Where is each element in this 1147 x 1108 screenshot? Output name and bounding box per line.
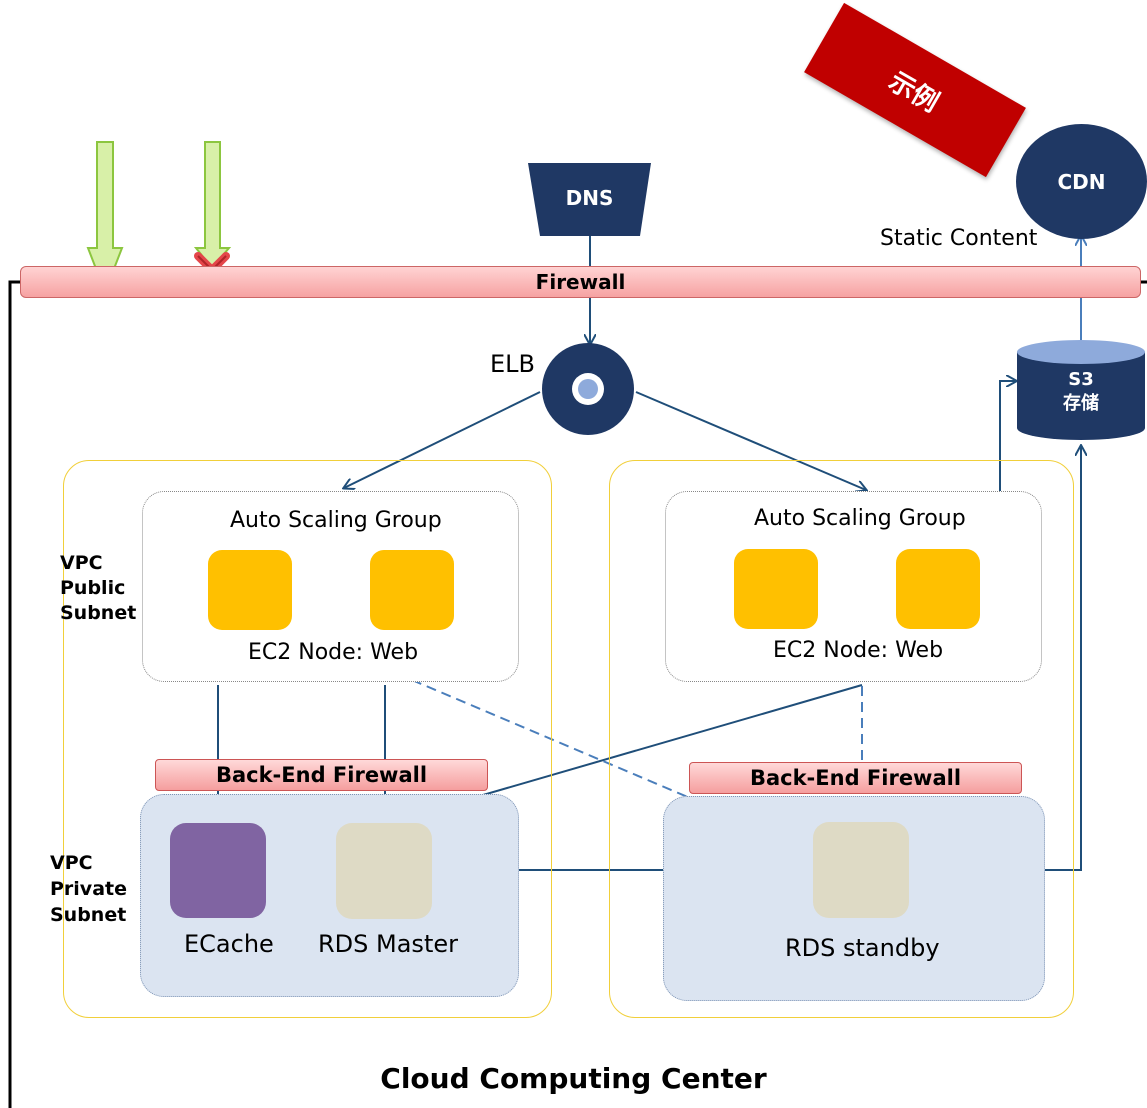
s3-label: S3 存储 bbox=[1017, 368, 1145, 416]
left-ec2-label: EC2 Node: Web bbox=[248, 640, 419, 665]
left-backend-firewall: Back-End Firewall bbox=[155, 759, 488, 791]
elb-to-right-asg-arrow bbox=[635, 391, 866, 490]
dns-label: DNS bbox=[565, 186, 614, 210]
ec2-node-right-1 bbox=[734, 549, 818, 629]
ecache-label: ECache bbox=[184, 930, 274, 958]
ec2-node-right-2 bbox=[896, 549, 980, 629]
rds-master-label: RDS Master bbox=[318, 930, 458, 958]
example-stamp-label: 示例 bbox=[883, 66, 944, 119]
elb-to-left-asg-arrow bbox=[344, 391, 541, 488]
dns-shape bbox=[528, 163, 651, 236]
vpc-public-subnet-label: VPC Public Subnet bbox=[60, 551, 136, 626]
vpc-private-line-1: VPC bbox=[50, 852, 93, 874]
firewall-label: Firewall bbox=[535, 270, 626, 294]
blocked-traffic-arrow bbox=[193, 141, 232, 270]
vpc-public-line-1: VPC bbox=[60, 552, 103, 574]
left-backend-firewall-label: Back-End Firewall bbox=[215, 763, 428, 787]
vpc-private-line-3: Subnet bbox=[50, 904, 127, 926]
s3-title: S3 bbox=[1068, 369, 1094, 390]
outer-boundary-left bbox=[8, 280, 20, 1108]
firewall-bar: Firewall bbox=[20, 266, 1141, 298]
rds-master-node bbox=[336, 823, 432, 919]
right-availability-zone bbox=[609, 460, 1074, 1018]
standby-to-s3-arrow bbox=[1044, 446, 1081, 871]
ec2-node-left-2 bbox=[370, 550, 454, 630]
left-auto-scaling-group bbox=[142, 491, 519, 682]
right-backend-firewall-label: Back-End Firewall bbox=[749, 766, 962, 790]
elb-label: ELB bbox=[490, 350, 535, 378]
right-backend-firewall: Back-End Firewall bbox=[689, 762, 1022, 794]
left-availability-zone bbox=[63, 460, 552, 1018]
vpc-public-line-3: Subnet bbox=[60, 602, 137, 624]
right-ec2-label: EC2 Node: Web bbox=[773, 638, 944, 663]
elb-icon bbox=[542, 343, 634, 435]
static-content-label: Static Content bbox=[880, 226, 1038, 251]
rds-standby-node bbox=[813, 822, 909, 918]
vpc-private-line-2: Private bbox=[50, 878, 127, 900]
cdn-label: CDN bbox=[1057, 169, 1106, 194]
rds-standby-label: RDS standby bbox=[785, 934, 940, 962]
vpc-public-line-2: Public bbox=[60, 577, 126, 599]
ecache-node bbox=[170, 823, 266, 918]
cloud-computing-center-title: Cloud Computing Center bbox=[380, 1062, 767, 1095]
cdn-node: CDN bbox=[1016, 124, 1147, 239]
vpc-private-subnet-label: VPC Private Subnet bbox=[50, 850, 127, 928]
right-asg-title: Auto Scaling Group bbox=[754, 506, 966, 531]
left-asg-title: Auto Scaling Group bbox=[230, 508, 442, 533]
s3-subtitle: 存储 bbox=[1063, 393, 1099, 414]
left-asg-to-standby-dashed-arrow bbox=[411, 679, 815, 851]
ec2-node-left-1 bbox=[208, 550, 292, 630]
s3-cylinder bbox=[1017, 340, 1145, 440]
